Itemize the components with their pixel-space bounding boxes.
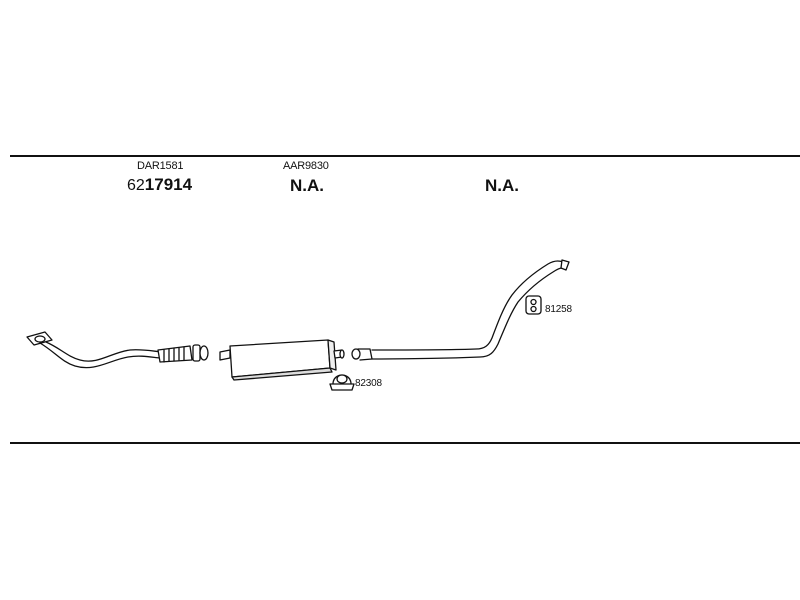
part-code-middle-silencer: AAR9830 [283, 160, 329, 172]
part-number-tail-pipe: N.A. [485, 176, 519, 195]
top-divider [10, 155, 800, 157]
pipe-clamp-icon [329, 374, 355, 391]
middle-silencer [219, 339, 345, 381]
part-number-front-pipe: 6217914 [127, 175, 192, 195]
front-pipe [26, 331, 209, 369]
part-code-front-pipe: DAR1581 [137, 160, 184, 172]
accessory-label-clamp: 82308 [355, 378, 382, 389]
part-number-prefix: 62 [127, 177, 145, 194]
accessory-label-hanger: 81258 [545, 304, 572, 315]
rubber-hanger-icon [525, 295, 542, 315]
tail-pipe [351, 259, 570, 361]
part-number-middle-silencer: N.A. [290, 176, 324, 195]
bottom-divider [10, 442, 800, 444]
part-number-main: 17914 [144, 175, 193, 194]
